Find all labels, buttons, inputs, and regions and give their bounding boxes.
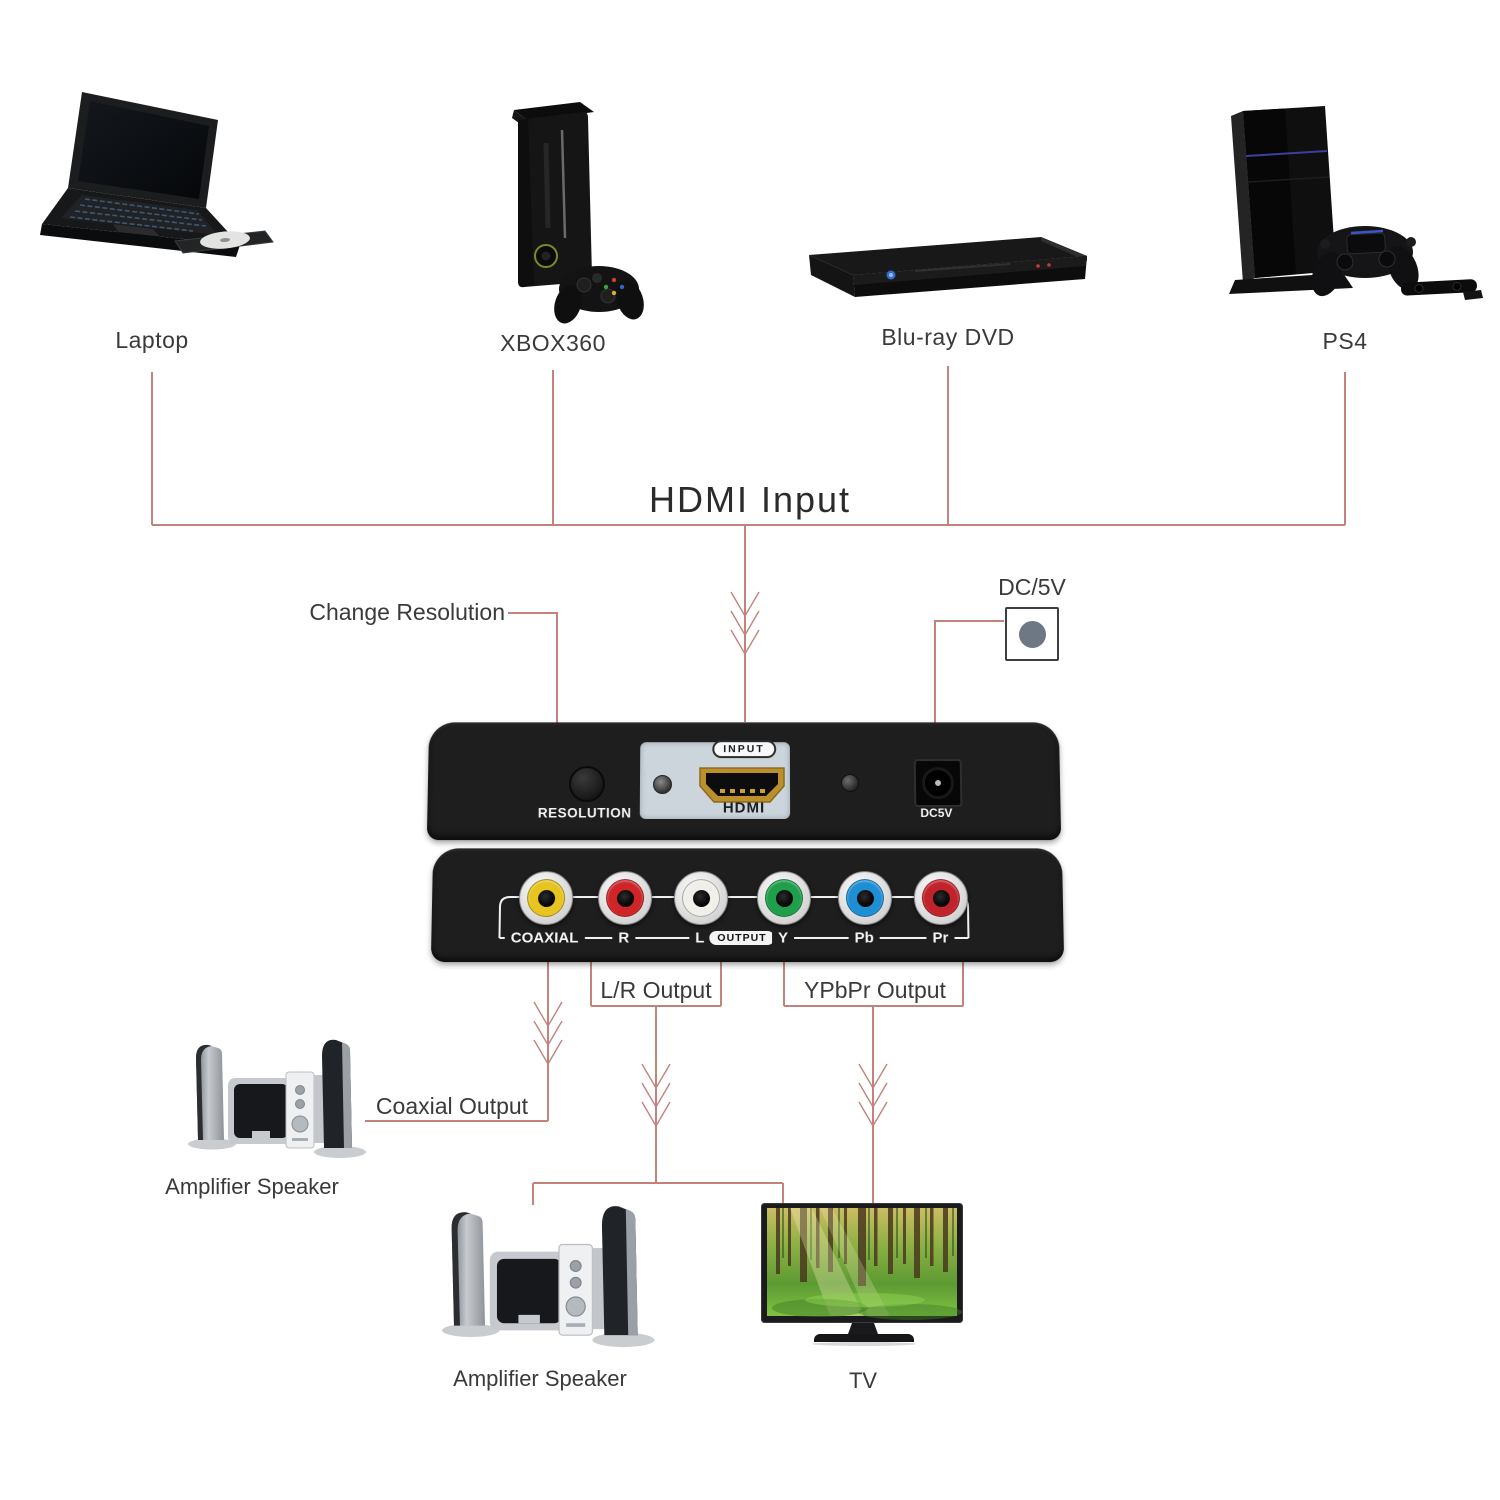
component-pr-jack xyxy=(913,871,969,925)
dc5v-jack xyxy=(913,759,963,807)
bluray-label: Blu-ray DVD xyxy=(881,324,1015,350)
component-y-jack-hole xyxy=(775,889,793,907)
component-pb-jack-ring xyxy=(845,879,885,917)
hdmi-port-icon xyxy=(694,764,790,806)
ps4-image xyxy=(1229,106,1483,300)
y-port-label: Y xyxy=(772,929,795,947)
ps4-label: PS4 xyxy=(1322,328,1368,354)
xbox360-label: XBOX360 xyxy=(500,330,606,356)
audio-l-jack-ring xyxy=(681,879,721,917)
bluray-player-image xyxy=(809,237,1087,297)
coaxial-jack-hole xyxy=(537,889,555,907)
resolution-label: RESOLUTION xyxy=(537,805,632,821)
component-pr-jack-ring xyxy=(921,879,961,917)
amplifier-speaker-label-1: Amplifier Speaker xyxy=(165,1174,339,1199)
wire-lr-drop xyxy=(532,1006,784,1207)
r-port-label: R xyxy=(612,929,636,947)
pb-port-label: Pb xyxy=(848,929,880,947)
dc-plug-dot-icon xyxy=(1018,620,1046,648)
laptop-label: Laptop xyxy=(115,327,189,353)
arrow-hdmi-icon xyxy=(730,591,760,656)
component-pb-jack xyxy=(837,871,893,925)
audio-r-jack xyxy=(597,871,653,925)
dc5v-jack-label: DC5V xyxy=(920,805,953,821)
audio-r-jack-hole xyxy=(616,889,634,907)
change-resolution-label: Change Resolution xyxy=(309,599,505,625)
component-y-jack xyxy=(756,871,812,925)
coaxial-jack-ring xyxy=(526,879,566,917)
amplifier-speaker-image-2 xyxy=(441,1205,656,1348)
arrow-ypbpr-icon xyxy=(858,1063,888,1128)
hdmi-port-label: HDMI xyxy=(722,799,766,817)
output-badge: OUTPUT xyxy=(709,930,775,946)
hdmi-plate: INPUT HDMI xyxy=(639,740,791,819)
input-badge: INPUT xyxy=(712,740,776,759)
amplifier-speaker-label-2: Amplifier Speaker xyxy=(453,1366,627,1391)
audio-l-jack xyxy=(673,871,729,925)
amplifier-speaker-image-1 xyxy=(187,1039,367,1159)
audio-r-jack-ring xyxy=(605,879,645,917)
converter-back-panel: COAXIAL R L OUTPUT Y Pb Pr xyxy=(430,848,1065,963)
component-y-jack-ring xyxy=(764,879,804,917)
l-port-label: L xyxy=(689,929,711,947)
screw-icon xyxy=(840,774,860,792)
laptop-image xyxy=(40,92,274,257)
dc-plug-icon xyxy=(1005,607,1059,661)
dc5v-annotation-label: DC/5V xyxy=(998,574,1066,600)
tv-image xyxy=(761,1203,963,1346)
lr-output-label: L/R Output xyxy=(600,977,712,1003)
arrow-lr-icon xyxy=(641,1063,671,1128)
pr-port-label: Pr xyxy=(926,929,955,947)
component-pr-jack-hole xyxy=(932,889,950,907)
coaxial-output-label: Coaxial Output xyxy=(375,1093,529,1119)
ypbpr-output-label: YPbPr Output xyxy=(804,977,946,1003)
arrow-coaxial-icon xyxy=(533,1001,563,1066)
tv-label: TV xyxy=(848,1368,878,1393)
dc-barrel-icon xyxy=(921,767,955,799)
dc-pin-icon xyxy=(934,780,942,786)
converter-front-panel: RESOLUTION INPUT HDMI DC5V xyxy=(426,722,1062,841)
component-pb-jack-hole xyxy=(856,889,874,907)
hdmi-input-title: HDMI Input xyxy=(648,479,852,520)
coaxial-port-label: COAXIAL xyxy=(504,929,585,947)
resolution-button xyxy=(568,766,606,802)
xbox360-image xyxy=(512,102,644,324)
audio-l-jack-hole xyxy=(692,889,710,907)
status-led-icon xyxy=(652,775,673,794)
